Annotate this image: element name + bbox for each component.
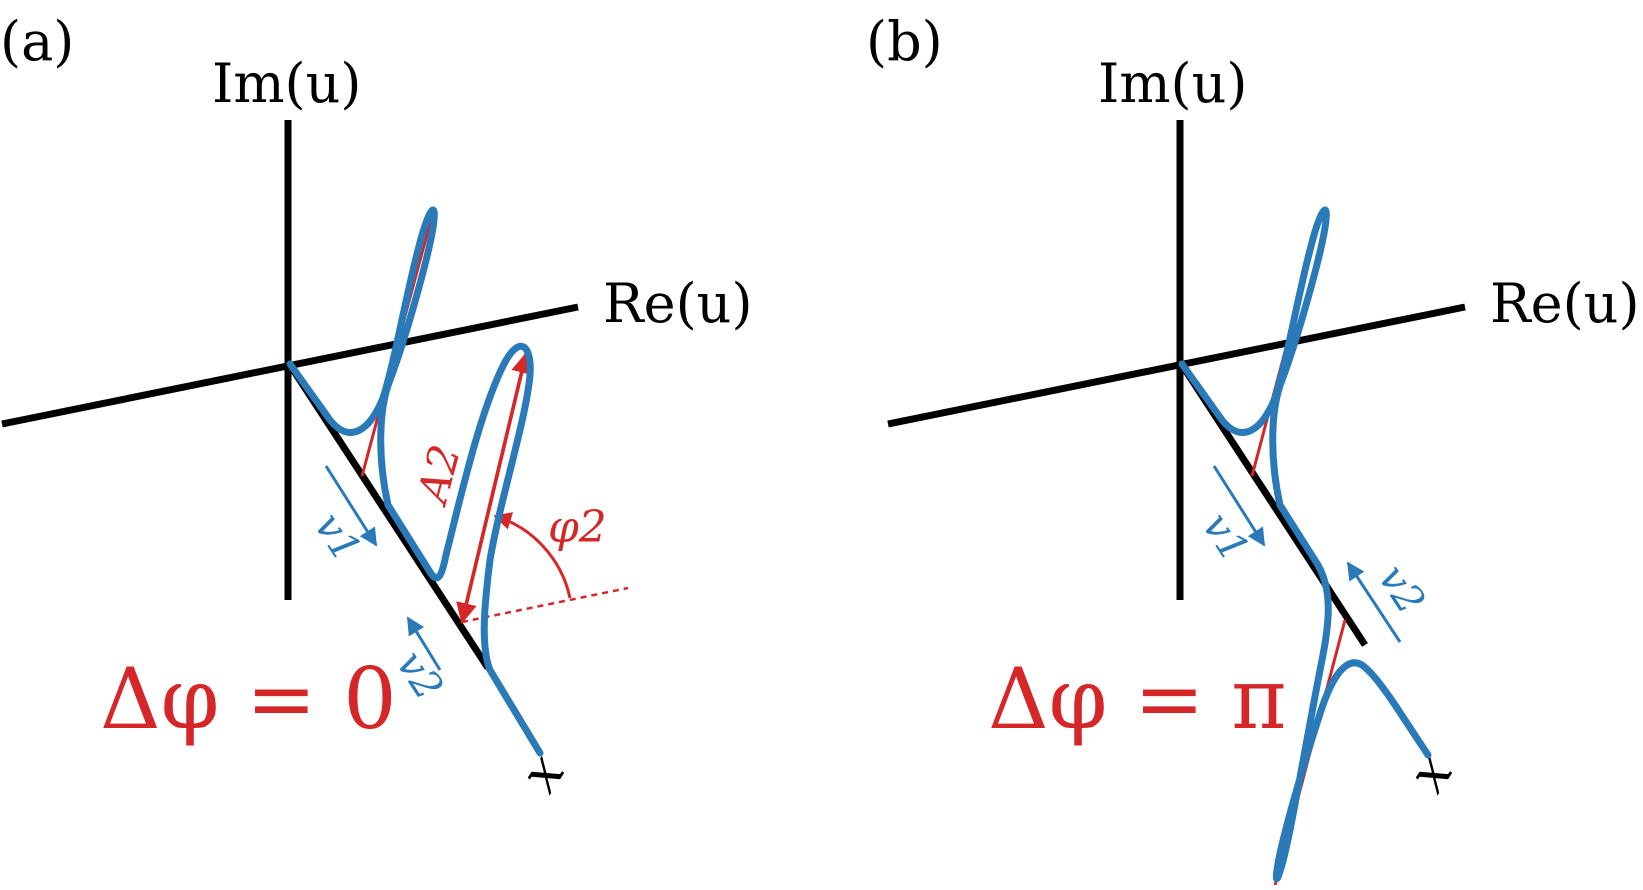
- x-axis-label-b: x: [1395, 743, 1464, 803]
- im-axis-label-a: Im(u): [212, 52, 361, 115]
- phase-arc-a: [493, 512, 572, 599]
- re-axis-label-b: Re(u): [1490, 272, 1640, 335]
- v1-label-a: v1: [305, 505, 370, 570]
- panel-b-label: (b): [866, 10, 943, 73]
- v1-arrow-a: [324, 465, 378, 547]
- v2-arrow-b: [1346, 561, 1402, 643]
- panel-a: (a) Im(u) Re(u) x v1 v2 A2 φ2 Δφ = 0: [0, 10, 753, 803]
- re-axis-line-b: [887, 303, 1466, 428]
- v1-arrow-b: [1212, 465, 1266, 547]
- wave-curve-b: [1178, 206, 1432, 883]
- panel-a-label: (a): [0, 10, 74, 73]
- wave-curve-a: [286, 206, 544, 757]
- panel-b: (b) Im(u) Re(u) x v1 v2 Δφ = π: [866, 10, 1640, 886]
- v2-label-a: v2: [387, 643, 452, 708]
- phase-label-a: φ2: [548, 502, 607, 553]
- v2-label-b: v2: [1369, 557, 1434, 622]
- delta-phi-label-b: Δφ = π: [988, 650, 1286, 748]
- im-axis-label-b: Im(u): [1098, 52, 1247, 115]
- delta-phi-label-a: Δφ = 0: [100, 650, 397, 748]
- v1-label-b: v1: [1193, 505, 1258, 570]
- re-axis-label-a: Re(u): [603, 272, 753, 335]
- phasor-2-back-a: [456, 353, 528, 625]
- v2-arrow-a: [406, 616, 442, 671]
